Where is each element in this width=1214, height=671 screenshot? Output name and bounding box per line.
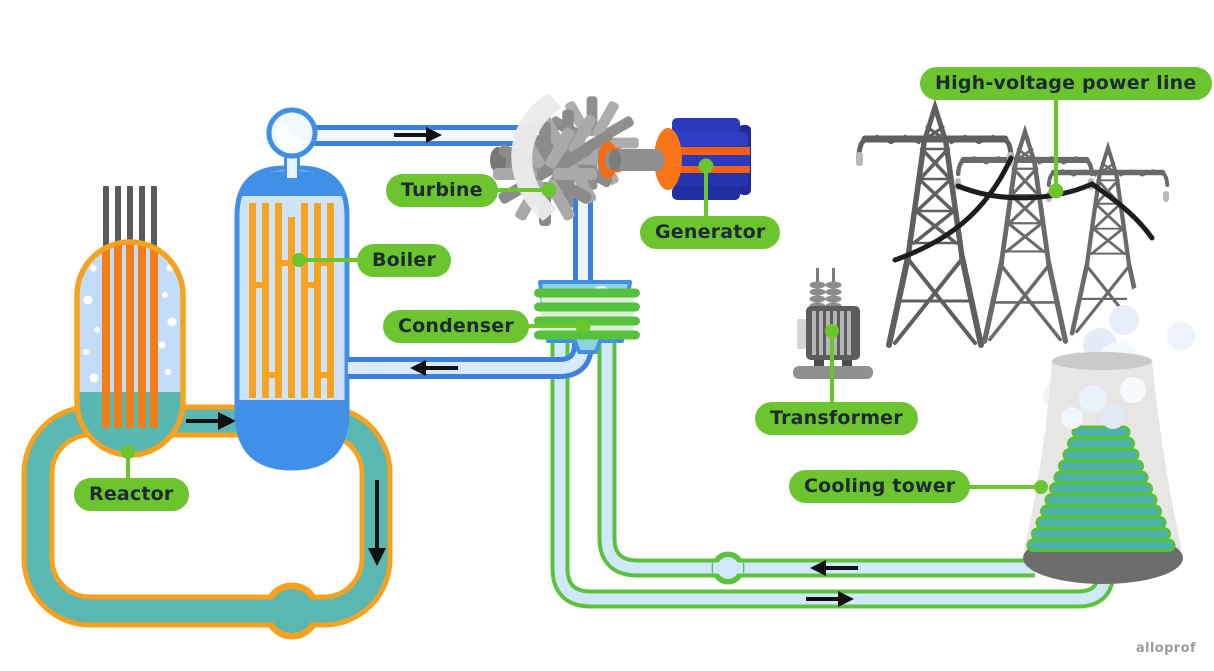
boiler-dot: [292, 253, 306, 267]
condenser-dot: [575, 318, 591, 334]
reactor-dot: [121, 445, 135, 459]
pylon-medium: [958, 132, 1092, 341]
transformer-insulators: [809, 281, 842, 310]
flow-arrow-return: [410, 360, 458, 376]
turbine-dot: [541, 182, 557, 198]
generator-illustration: [609, 118, 751, 200]
generator-stripe: [658, 147, 750, 155]
alloprof-watermark: alloprof: [1135, 641, 1196, 656]
control-rods: [103, 186, 157, 252]
cooling-tower-dot: [1034, 480, 1048, 494]
generator-dot: [698, 158, 714, 174]
cooling-tower-illustration: [1023, 352, 1183, 584]
flow-arrow-right-cooling: [806, 591, 854, 607]
label-power-line: High-voltage power line: [920, 67, 1212, 100]
label-transformer: Transformer: [755, 402, 918, 435]
flow-arrow-left-cooling: [810, 560, 858, 576]
boiler-water: [239, 400, 345, 466]
cooling-pipe-arrows: [806, 560, 858, 607]
flow-arrow-down: [368, 480, 386, 566]
pylons: [856, 107, 1169, 345]
flow-arrow-right: [186, 412, 236, 430]
power-line-dot: [1048, 183, 1064, 199]
bubbles: [83, 264, 177, 383]
cooling-tower-coil: [1026, 425, 1176, 552]
boiler-vessel: [234, 107, 350, 471]
label-condenser: Condenser: [383, 310, 529, 343]
flow-arrow-steam: [394, 127, 442, 143]
connector-dots: [121, 158, 1064, 494]
primary-loop-arrows: [186, 412, 386, 566]
steam-dome-neck: [287, 150, 297, 178]
generator-end-cap: [654, 128, 682, 190]
label-turbine: Turbine: [386, 174, 498, 207]
condenser-illustration: [534, 280, 640, 354]
steam-clouds-front: [1061, 377, 1146, 429]
transformer-dot: [825, 324, 839, 338]
label-reactor: Reactor: [74, 478, 189, 511]
primary-pump: [270, 589, 314, 633]
pylon-large: [859, 107, 1011, 345]
label-boiler: Boiler: [357, 244, 452, 277]
boiler-cap: [239, 171, 345, 196]
power-wires: [892, 155, 1155, 263]
fuel-rods: [102, 242, 158, 428]
label-generator: Generator: [640, 216, 781, 249]
cooling-tower-rim: [1052, 352, 1152, 370]
boiler-tubes: [249, 203, 334, 398]
label-cooling-tower: Cooling tower: [789, 470, 971, 503]
reactor-vessel: [74, 239, 186, 458]
